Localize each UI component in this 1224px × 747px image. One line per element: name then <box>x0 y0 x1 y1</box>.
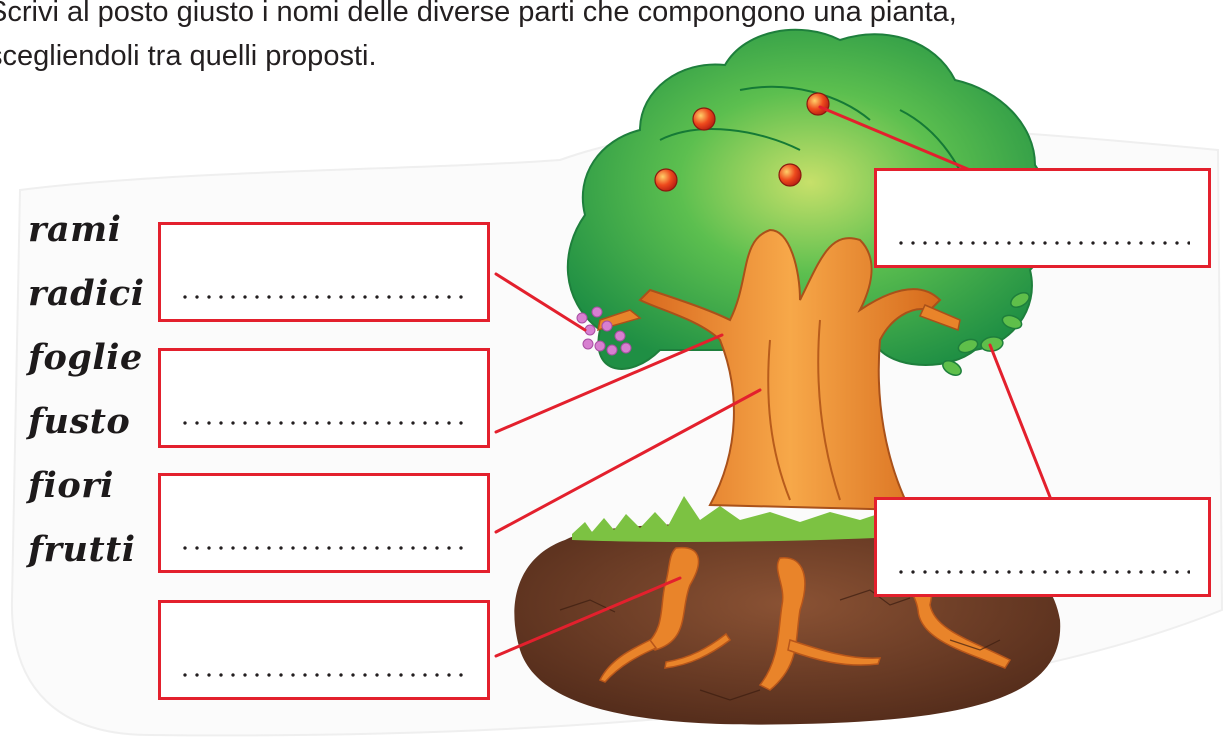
answer-box-branches[interactable] <box>158 348 490 448</box>
answer-dotted-line <box>895 241 1190 245</box>
answer-box-flowers[interactable] <box>158 222 490 322</box>
apples <box>654 92 830 192</box>
apple <box>806 92 830 116</box>
answer-box-roots[interactable] <box>158 600 490 700</box>
word-bank-item-foglie: foglie <box>28 337 143 378</box>
leader-line-fruit <box>818 105 972 172</box>
root-left-branch <box>598 639 658 683</box>
answer-dotted-line <box>179 546 469 550</box>
instructions-text: Scrivi al posto giusto i nomi delle dive… <box>0 0 1224 78</box>
answer-box-trunk[interactable] <box>158 473 490 573</box>
word-bank-list: rami radici foglie fusto fiori frutti <box>28 198 145 582</box>
root-left <box>643 546 700 651</box>
word-bank-item-fiori: fiori <box>28 465 114 506</box>
word-bank-item-rami: rami <box>28 209 122 250</box>
root-center-branch <box>787 639 882 666</box>
instructions-line-2: scegliendoli tra quelli proposti. <box>0 40 377 72</box>
apple <box>692 107 716 131</box>
leader-line-flowers <box>494 272 587 332</box>
answer-dotted-line <box>179 421 469 425</box>
answer-dotted-line <box>895 570 1190 574</box>
answer-box-leaves[interactable] <box>874 497 1211 597</box>
trunk <box>597 228 961 512</box>
word-bank-item-fusto: fusto <box>28 401 131 442</box>
answer-dotted-line <box>179 295 469 299</box>
apple <box>654 168 678 192</box>
apple <box>778 163 802 187</box>
leader-line-branches <box>494 333 724 434</box>
answer-dotted-line <box>179 673 469 677</box>
instructions-line-1: Scrivi al posto giusto i nomi delle dive… <box>0 0 957 28</box>
word-bank-item-radici: radici <box>28 273 145 314</box>
leader-lines <box>494 105 1052 658</box>
leader-line-roots <box>494 576 682 658</box>
word-bank-item-frutti: frutti <box>28 529 136 570</box>
answer-box-fruits[interactable] <box>874 168 1211 268</box>
root-center <box>758 557 806 691</box>
leader-line-leaves <box>988 343 1052 499</box>
side-leaves <box>942 292 1030 376</box>
leader-line-trunk <box>494 388 762 534</box>
flowers <box>576 306 632 356</box>
root-center-branch-2 <box>664 632 732 669</box>
